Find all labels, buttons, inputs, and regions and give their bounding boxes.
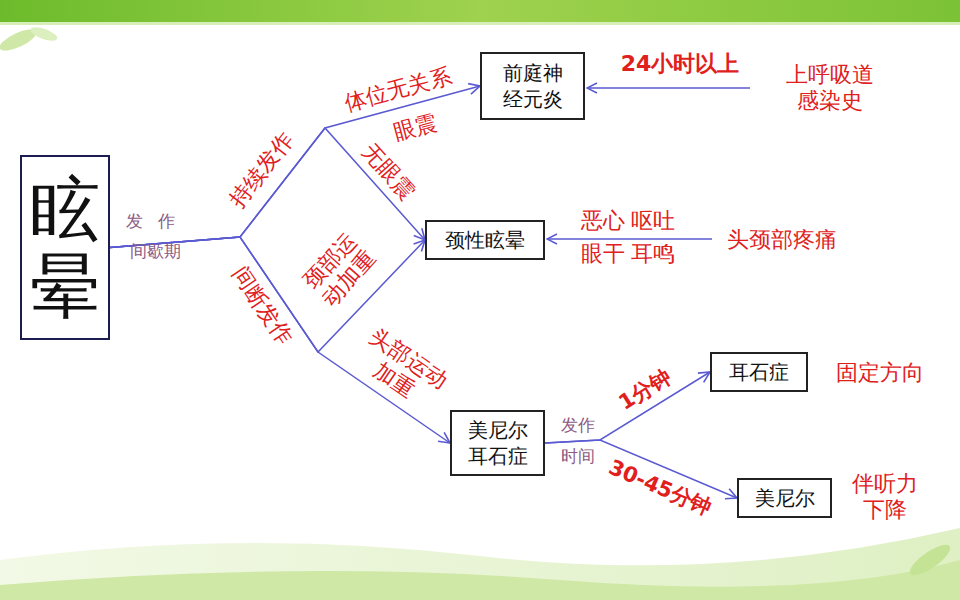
box-text: 前庭神经元炎 xyxy=(501,60,565,112)
note-label: 固定方向 xyxy=(836,360,924,386)
leaf xyxy=(29,25,59,44)
leader-arrow xyxy=(587,87,750,89)
note-label: 伴听力下降 xyxy=(850,471,920,524)
note-label: 时间 xyxy=(561,446,595,466)
bottom-wave xyxy=(0,528,960,600)
term-box: 前庭神经元炎 xyxy=(480,52,585,120)
top-bar xyxy=(0,0,960,22)
box-text: 眩晕 xyxy=(30,171,100,325)
note-label: 持续发作 xyxy=(225,127,300,213)
box-text: 美尼尔耳石症 xyxy=(466,417,530,469)
edge-label: 头部运动加重 xyxy=(348,322,454,417)
box-text: 颈性眩晕 xyxy=(445,227,525,253)
box-text: 美尼尔 xyxy=(755,485,815,511)
term-box: 眩晕 xyxy=(20,155,110,340)
leaf xyxy=(906,540,954,581)
term-box: 美尼尔 xyxy=(737,478,832,518)
leader-arrow xyxy=(547,238,712,240)
note-label: 眼干 耳鸣 xyxy=(581,241,676,267)
top-bar-edge xyxy=(0,22,960,25)
term-box: 颈性眩晕 xyxy=(425,220,545,260)
note-label: 头颈部疼痛 xyxy=(727,227,837,253)
note-label: 发作 xyxy=(561,415,595,435)
bottom-wave xyxy=(0,560,960,600)
note-label: 间歇期 xyxy=(130,241,181,261)
box-text: 耳石症 xyxy=(729,359,789,385)
term-box: 美尼尔耳石症 xyxy=(450,410,545,476)
note-label: 恶心 呕吐 xyxy=(581,208,676,234)
edge-label: 无眼震 xyxy=(356,139,420,206)
note-label: 24小时以上 xyxy=(621,51,740,77)
note-label: 上呼吸道感染史 xyxy=(784,62,876,115)
note-label: 眼震 xyxy=(390,110,439,147)
edge-label: 1分钟 xyxy=(614,364,675,415)
connector xyxy=(110,128,425,248)
term-box: 耳石症 xyxy=(710,352,808,392)
edge-label: 颈部运动加重 xyxy=(297,226,383,314)
note-label: 发作 xyxy=(126,211,191,231)
